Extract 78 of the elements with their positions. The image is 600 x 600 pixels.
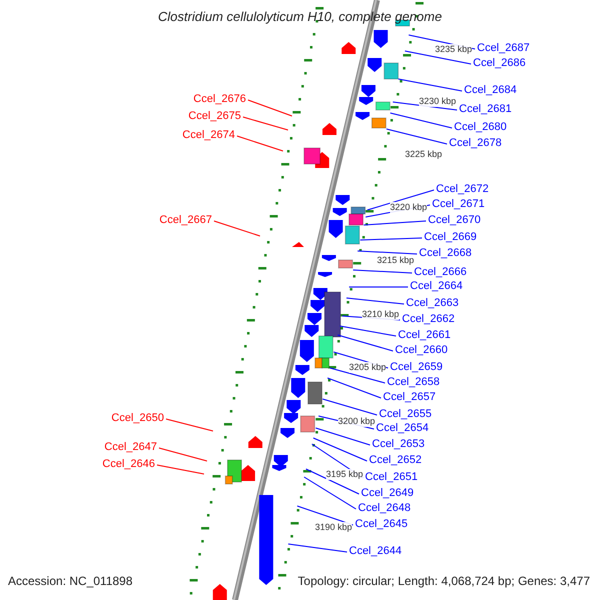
gene-label: Ccel_2652 (369, 454, 422, 467)
tick-label: 3190 kbp (315, 522, 352, 533)
gene-label: Ccel_2662 (402, 313, 455, 326)
leader-line (288, 544, 348, 552)
leader-line (158, 448, 208, 462)
leader-line (312, 438, 368, 462)
tick-label: 3225 kbp (405, 149, 442, 160)
title: Clostridium cellulolyticum H10, complete genome (157, 10, 443, 23)
tick-label: 3200 kbp (338, 416, 376, 427)
leader-line (327, 378, 382, 398)
leader-line (156, 464, 204, 474)
gene-label: Ccel_2647 (104, 441, 157, 454)
leader-line (166, 418, 214, 432)
tick-label: 3230 kbp (419, 96, 456, 107)
gene-label: Ccel_2657 (383, 391, 436, 404)
gene-label: Ccel_2672 (436, 183, 489, 196)
leader-line (390, 112, 452, 128)
leader-line (346, 298, 404, 304)
gene-label: Ccel_2669 (424, 231, 477, 244)
gene-label: Ccel_2668 (419, 247, 472, 260)
leader-line (357, 250, 418, 254)
gene-label: Ccel_2651 (365, 471, 418, 484)
leader-line (339, 326, 396, 336)
leader-line (315, 428, 370, 446)
leader-line (242, 116, 288, 130)
leader-line (236, 136, 284, 152)
gene-label: Ccel_2684 (464, 84, 517, 97)
leader-line (214, 220, 260, 236)
gene-label: Ccel_2645 (355, 518, 408, 531)
leader-line (348, 286, 408, 288)
gene-label: Ccel_2655 (379, 408, 432, 421)
gene-label: Ccel_2666 (414, 266, 467, 279)
tick-label: 3210 kbp (362, 309, 400, 320)
gene-label: Ccel_2674 (182, 129, 235, 142)
gene-label: Ccel_2644 (349, 545, 402, 558)
leader-line (360, 238, 422, 240)
gene-label: Ccel_2678 (449, 137, 502, 150)
gene-label: Ccel_2653 (372, 438, 425, 451)
gene-label: Ccel_2686 (473, 57, 526, 70)
accession-text: Accession: NC_011898 (8, 575, 133, 588)
genome-summary-text: Topology: circular; Length: 4,068,724 bp; Genes: 3,477 (298, 575, 590, 588)
tick-label: 3195 kbp (326, 469, 364, 480)
tick-label: 3205 kbp (349, 362, 386, 373)
tick-label: 3215 kbp (377, 255, 414, 266)
gene-label: Ccel_2660 (395, 344, 448, 357)
gene-label: Ccel_2659 (390, 361, 443, 374)
leader-line (398, 78, 462, 92)
gene-label: Ccel_2671 (432, 198, 485, 211)
gene-label: Ccel_2650 (111, 412, 164, 425)
gene-label: Ccel_2661 (398, 329, 451, 342)
gene-label: Ccel_2680 (454, 121, 507, 134)
leader-line (296, 506, 354, 526)
leader-line (329, 368, 386, 384)
gene-label: Ccel_2658 (387, 376, 440, 389)
leader-line (404, 50, 472, 64)
gene-label: Ccel_2687 (477, 42, 530, 55)
gene-label: Ccel_2654 (376, 422, 429, 435)
leader-line (337, 334, 394, 352)
gene-label: Ccel_2667 (159, 214, 212, 227)
gene-label: Ccel_2670 (428, 214, 481, 227)
leader-line (306, 468, 360, 494)
gene-label: Ccel_2676 (193, 93, 246, 106)
tick-label: 3220 kbp (390, 202, 428, 213)
gene-label: Ccel_2664 (410, 280, 463, 293)
leader-line (248, 100, 292, 116)
leader-line (322, 398, 378, 416)
leader-line (386, 128, 448, 144)
gene-label: Ccel_2648 (358, 502, 411, 515)
leader-line (304, 476, 356, 510)
tick-label: 3235 kbp (435, 44, 472, 55)
gene-label: Ccel_2681 (459, 103, 512, 116)
leader-line (352, 270, 412, 274)
gene-label: Ccel_2649 (361, 487, 414, 500)
gene-label: Ccel_2663 (406, 297, 459, 310)
leader-line (366, 190, 434, 210)
gene-label: Ccel_2675 (188, 110, 241, 123)
leader-line (363, 220, 426, 226)
gene-label: Ccel_2646 (102, 458, 155, 471)
